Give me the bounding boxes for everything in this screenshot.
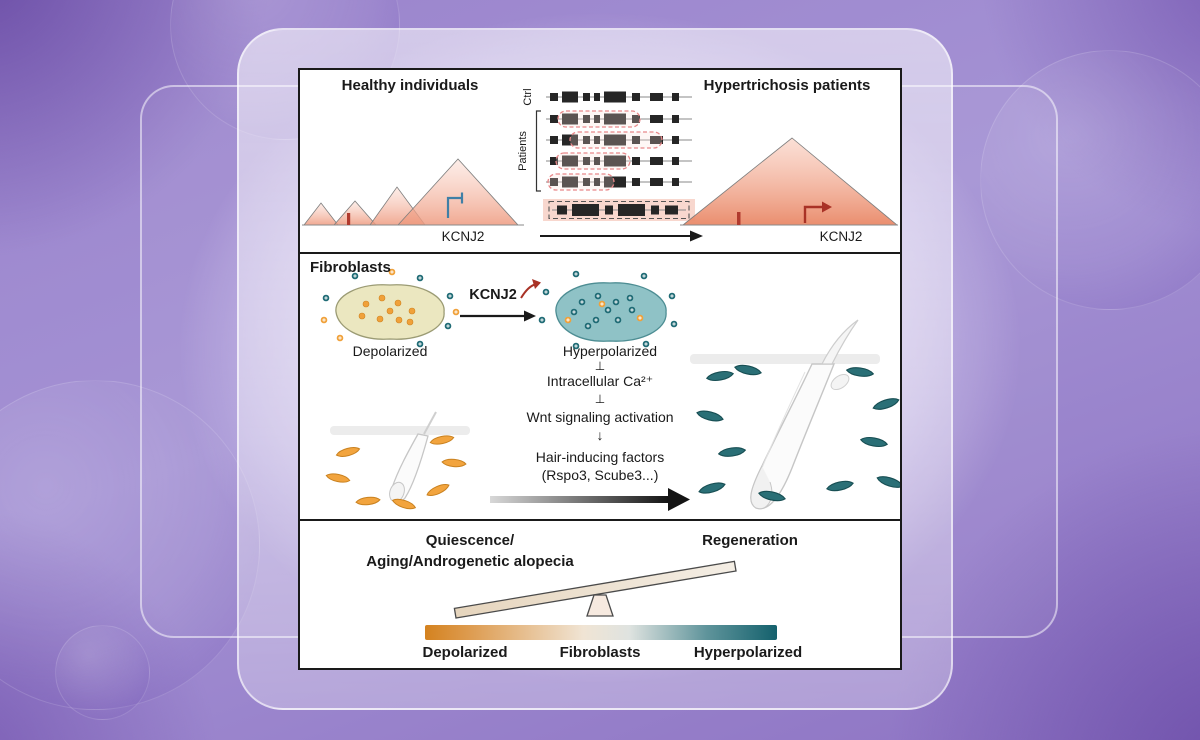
intracellular-ca-label: Intracellular Ca²⁺ bbox=[546, 373, 654, 389]
graphical-abstract-figure: Ctrl Patients Healthy individuals Hypert… bbox=[298, 68, 902, 670]
kcnj2-up-label: KCNJ2 bbox=[469, 287, 517, 303]
polarization-gradient-bar bbox=[425, 625, 777, 640]
factors-detail-label: (Rspo3, Scube3...) bbox=[541, 467, 659, 483]
depolarized-label: Depolarized bbox=[352, 343, 428, 359]
patients-bracket bbox=[535, 110, 541, 192]
structural-variant-arrow-icon bbox=[540, 230, 703, 242]
gene-tracks: Ctrl Patients bbox=[517, 88, 695, 221]
repressed-promoter-icon bbox=[446, 192, 464, 218]
fibroblasts-title: Fibroblasts bbox=[310, 259, 391, 276]
variant-mark-left bbox=[347, 213, 351, 225]
scale-depolarized-label: Depolarized bbox=[422, 644, 508, 661]
inhibition-symbol-1: ⊥ bbox=[594, 359, 606, 373]
kcnj2-gene-label-left: KCNJ2 bbox=[441, 229, 485, 244]
highlighted-region-track bbox=[543, 199, 695, 221]
hypertrichosis-title: Hypertrichosis patients bbox=[703, 77, 871, 94]
kcnj2-up-arrow-icon bbox=[520, 279, 541, 299]
balance-graphic bbox=[425, 560, 777, 640]
transition-arrow-icon bbox=[460, 310, 536, 322]
ctrl-track-label: Ctrl bbox=[522, 88, 534, 105]
regeneration-label: Regeneration bbox=[702, 532, 798, 549]
inhibition-symbol-2: ⊥ bbox=[594, 392, 606, 406]
patients-track-label: Patients bbox=[517, 131, 529, 171]
hair-inducing-factors-label: Hair-inducing factors bbox=[535, 449, 665, 465]
healthy-title: Healthy individuals bbox=[341, 77, 479, 94]
orange-fibroblast-cells bbox=[325, 433, 467, 512]
activation-gradient-arrow-icon bbox=[490, 488, 690, 511]
large-hair-follicle bbox=[690, 319, 880, 510]
genetics-graphic: Ctrl Patients bbox=[302, 88, 899, 242]
scale-fibroblasts-label: Fibroblasts bbox=[559, 644, 641, 661]
background-bubble bbox=[980, 50, 1200, 310]
depolarized-cell bbox=[320, 268, 460, 348]
background-bubble bbox=[55, 625, 150, 720]
panel-genetics: Ctrl Patients Healthy individuals Hypert… bbox=[300, 70, 900, 252]
quiescence-label-line1: Quiescence/ bbox=[425, 532, 515, 549]
wnt-signaling-label: Wnt signaling activation bbox=[526, 409, 674, 425]
variant-mark-right bbox=[737, 212, 741, 225]
panel-fibroblasts: Fibroblasts KCNJ2 Depolarized Hyperpolar… bbox=[300, 252, 900, 519]
small-hair-follicle bbox=[330, 411, 470, 503]
fibroblast-graphic bbox=[320, 268, 900, 512]
down-arrow-symbol: ↓ bbox=[596, 427, 604, 443]
quiescence-label-line2: Aging/Androgenetic alopecia bbox=[366, 553, 574, 570]
panel-balance: Quiescence/ Aging/Androgenetic alopecia … bbox=[300, 519, 900, 668]
scale-hyperpolarized-label: Hyperpolarized bbox=[693, 644, 803, 661]
active-promoter-icon bbox=[803, 205, 822, 223]
patient-chromatin-peak bbox=[680, 137, 899, 226]
hyperpolarized-label: Hyperpolarized bbox=[562, 343, 658, 359]
hyperpolarized-cell bbox=[538, 270, 678, 350]
duplication-outlines bbox=[547, 110, 663, 191]
kcnj2-gene-label-right: KCNJ2 bbox=[819, 229, 863, 244]
seesaw bbox=[453, 560, 737, 619]
healthy-chromatin-peaks bbox=[303, 158, 519, 226]
